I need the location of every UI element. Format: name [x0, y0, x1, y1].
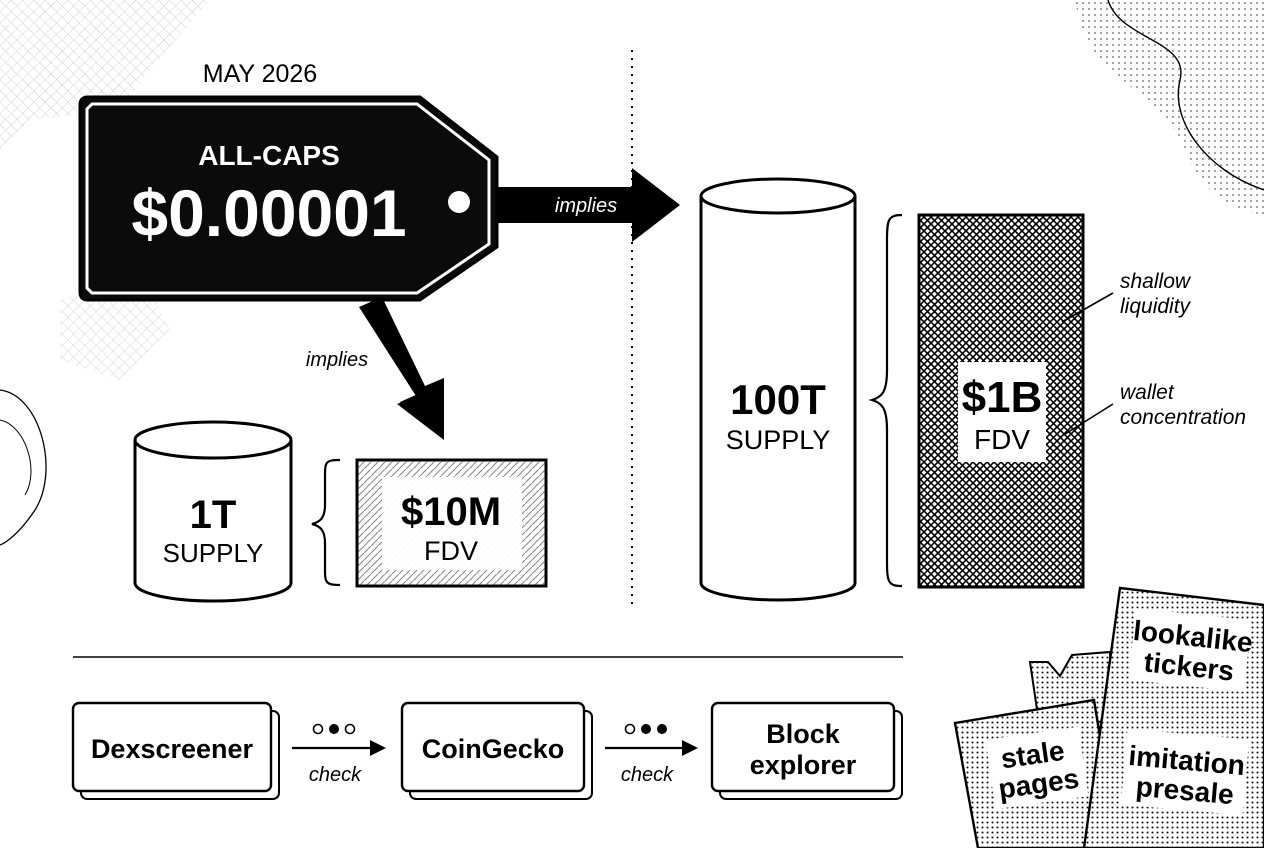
large-fdv-value: $1B: [962, 373, 1043, 422]
warning-card-lookalike: lookalike tickers imitation presale: [1082, 586, 1264, 848]
implies-label-down: implies: [306, 349, 368, 371]
small-fdv-label: FDV: [424, 536, 478, 566]
large-fdv-box: $1B FDV: [917, 213, 1085, 589]
step-card-block-explorer: Block explorer: [710, 701, 903, 800]
check-label-2: check: [621, 764, 674, 786]
small-brace: [311, 458, 341, 587]
implies-label-right: implies: [555, 195, 617, 217]
note-wallet-concentration: wallet concentration: [1061, 381, 1246, 437]
check-connector-1: check: [292, 723, 386, 786]
note-shallow-line1: shallow: [1120, 270, 1192, 293]
note-shallow-liquidity: shallow liquidity: [1061, 270, 1192, 323]
date-label: MAY 2026: [203, 60, 317, 88]
decorative-texture-top-right: [1075, 0, 1264, 215]
step-coingecko-label: CoinGecko: [422, 734, 565, 764]
large-fdv-label: FDV: [974, 424, 1030, 455]
price-tag-title: ALL-CAPS: [198, 140, 340, 171]
large-supply-value: 100T: [730, 376, 826, 423]
warning-card-stale-pages: stale pages: [953, 698, 1120, 848]
small-supply-cylinder: 1T SUPPLY: [133, 420, 293, 603]
implies-arrow-right: implies: [498, 168, 680, 242]
small-supply-label: SUPPLY: [163, 538, 264, 568]
check-connector-2: check: [605, 723, 698, 786]
step-card-coingecko: CoinGecko: [400, 701, 593, 800]
large-supply-cylinder: 100T SUPPLY: [699, 177, 857, 602]
note-wallet-line1: wallet: [1120, 381, 1175, 404]
large-brace: [868, 213, 903, 588]
step-card-dexscreener: Dexscreener: [71, 701, 280, 800]
decorative-swirl-left: [0, 389, 47, 546]
price-tag-price: $0.00001: [131, 176, 406, 250]
price-tag: ALL-CAPS $0.00001: [78, 95, 499, 302]
implies-arrow-down: implies: [306, 297, 444, 440]
note-shallow-line2: liquidity: [1120, 295, 1192, 318]
step-dexscreener-label: Dexscreener: [91, 734, 254, 764]
step-block-label: Block: [766, 719, 841, 749]
large-supply-label: SUPPLY: [726, 425, 831, 455]
small-fdv-value: $10M: [401, 490, 501, 534]
small-supply-value: 1T: [190, 493, 237, 537]
step-explorer-label: explorer: [750, 750, 857, 780]
tag-hole-icon: [448, 191, 470, 213]
small-fdv-box: $10M FDV: [355, 458, 548, 588]
check-label-1: check: [309, 764, 362, 786]
note-wallet-line2: concentration: [1120, 406, 1246, 429]
